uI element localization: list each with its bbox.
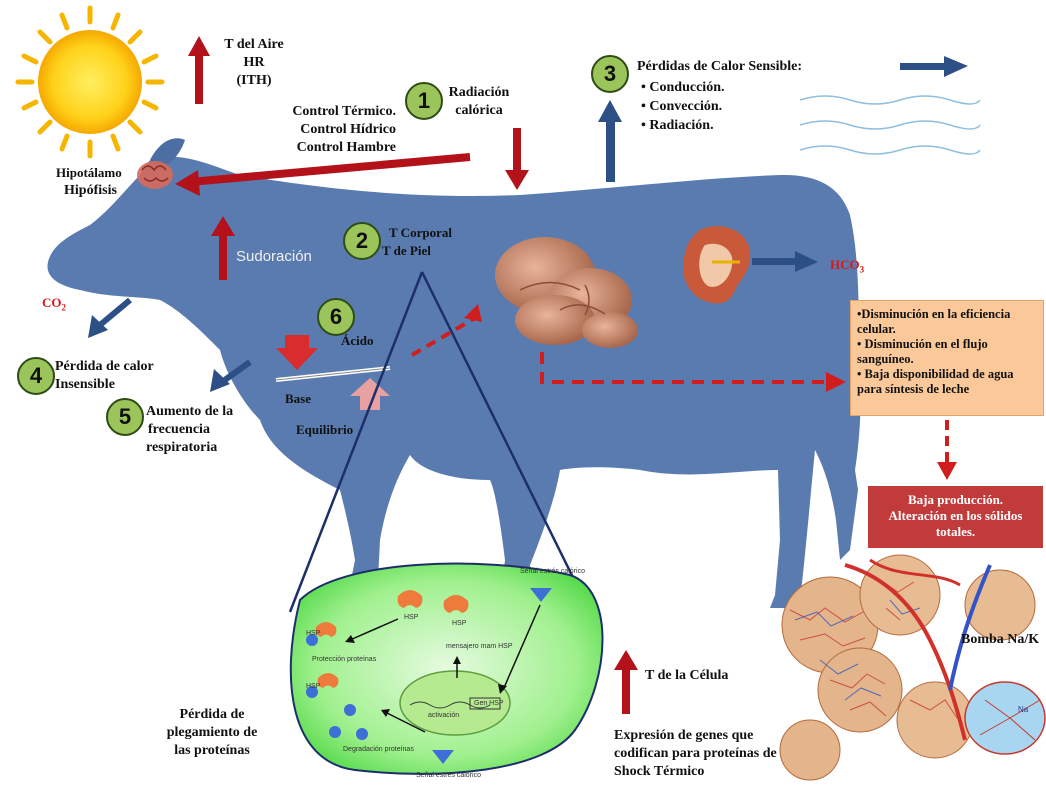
effect-water-availability: • Baja disponibilidad de agua para sínte… bbox=[857, 367, 1037, 397]
control-water: Control Hídrico bbox=[256, 121, 396, 139]
step-1-badge: 1 bbox=[405, 82, 443, 120]
outcome-line-2: Alteración en los sólidos bbox=[872, 508, 1039, 524]
pump-na-label: Na bbox=[1018, 706, 1028, 714]
protein-loss-line-1: Pérdida de bbox=[153, 706, 271, 724]
mammary-alveoli-icon bbox=[780, 555, 1045, 780]
gene-expression-label: Expresión de genes que codifican para pr… bbox=[614, 727, 777, 781]
hypothalamus-text: Hipotálamo bbox=[56, 164, 122, 182]
gene-expression-line-2: codifican para proteínas de bbox=[614, 745, 777, 763]
step-4-line-2: Insensible bbox=[55, 376, 154, 394]
mrna-label: mensajero mam HSP bbox=[446, 643, 513, 651]
cow-silhouette bbox=[47, 157, 860, 612]
arrow-up-cell-temp bbox=[614, 650, 638, 714]
brain-icon bbox=[137, 161, 173, 189]
protein-loss-line-3: las proteínas bbox=[153, 742, 271, 760]
effects-box: •Disminución en la eficiencia celular. •… bbox=[850, 300, 1044, 416]
outcome-box: Baja producción. Alteración en los sólid… bbox=[868, 486, 1043, 548]
cell-temp-label: T de la Célula bbox=[645, 667, 728, 685]
hsp-label-2: HSP bbox=[452, 620, 466, 628]
control-thermal: Control Térmico. bbox=[256, 103, 396, 121]
base-label: Base bbox=[285, 390, 311, 408]
outcome-line-3: totales. bbox=[872, 524, 1039, 540]
step-2-badge: 2 bbox=[343, 222, 381, 260]
gene-label: Gen HSP bbox=[474, 700, 504, 708]
balance-label: Equilibrio bbox=[296, 421, 353, 439]
env-air-temp: T del Aire bbox=[210, 36, 298, 54]
step-6-badge: 6 bbox=[317, 298, 355, 336]
arrow-up-heat-loss bbox=[598, 100, 622, 182]
co2-subscript: 2 bbox=[62, 303, 67, 313]
hco3-text: HCO bbox=[830, 257, 860, 272]
dashed-arrow-outcome-head bbox=[937, 462, 957, 480]
activation-label: activación bbox=[428, 712, 459, 720]
protection-label: Protección proteínas bbox=[312, 656, 376, 664]
arrow-up-air bbox=[188, 36, 210, 104]
step-3-item-convection: • Convección. bbox=[641, 97, 724, 116]
signal-top-label: Señal estrés calórico bbox=[520, 568, 585, 576]
hypothalamus-label: Hipotálamo Hipófisis bbox=[56, 164, 122, 200]
sun-icon bbox=[18, 8, 162, 156]
step-3-item-radiation: • Radiación. bbox=[641, 116, 724, 135]
air-waves-icon bbox=[790, 82, 980, 172]
step-1-line-1: Radiación bbox=[440, 84, 518, 102]
gene-expression-line-1: Expresión de genes que bbox=[614, 727, 777, 745]
effect-blood-flow: • Disminución en el flujo sanguíneo. bbox=[857, 337, 1037, 367]
step-5-line-2: frecuencia bbox=[148, 421, 233, 439]
step-1-label: Radiación calórica bbox=[440, 84, 518, 120]
protein-loss-label: Pérdida de plegamiento de las proteínas bbox=[153, 706, 271, 760]
step-3-badge: 3 bbox=[591, 55, 629, 93]
env-ith: (ITH) bbox=[210, 72, 298, 90]
step-2-line-2: T de Piel bbox=[382, 242, 452, 260]
environment-text: T del Aire HR (ITH) bbox=[210, 36, 298, 90]
step-5-line-3: respiratoria bbox=[146, 439, 233, 457]
step-2-label: T Corporal T de Piel bbox=[382, 224, 452, 260]
effect-cell-efficiency: •Disminución en la eficiencia celular. bbox=[857, 307, 1037, 337]
pituitary-text: Hipófisis bbox=[64, 182, 122, 200]
controls-text: Control Térmico. Control Hídrico Control… bbox=[256, 103, 396, 157]
sweating-label: Sudoración bbox=[236, 248, 312, 266]
co2-label: CO2 bbox=[42, 294, 66, 317]
arrow-co2 bbox=[88, 300, 130, 338]
step-3-item-conduction: • Conducción. bbox=[641, 78, 724, 97]
hco3-label: HCO3 bbox=[830, 256, 864, 279]
step-5-line-1: Aumento de la bbox=[146, 403, 233, 421]
step-2-line-1: T Corporal bbox=[389, 224, 452, 242]
step-4-label: Pérdida de calor Insensible bbox=[55, 358, 154, 394]
outcome-line-1: Baja producción. bbox=[872, 492, 1039, 508]
step-3-title: Pérdidas de Calor Sensible: bbox=[637, 58, 802, 76]
arrow-hypothalamus bbox=[190, 157, 470, 182]
protein-loss-line-2: plegamiento de bbox=[153, 724, 271, 742]
step-5-label: Aumento de la frecuencia respiratoria bbox=[146, 403, 233, 457]
acid-label: Ácido bbox=[341, 332, 374, 350]
step-4-line-1: Pérdida de calor bbox=[55, 358, 154, 376]
pump-label: Bomba Na/K bbox=[961, 631, 1046, 649]
gene-expression-line-3: Shock Térmico bbox=[614, 763, 777, 781]
co2-text: CO bbox=[42, 295, 62, 310]
degradation-label: Degradación proteínas bbox=[343, 746, 414, 754]
step-3-list: • Conducción. • Convección. • Radiación. bbox=[641, 78, 724, 135]
hsp-label-left-2: HSP bbox=[306, 683, 320, 691]
hco3-subscript: 3 bbox=[860, 265, 865, 275]
signal-bottom-label: Señal estres calorico bbox=[416, 772, 481, 780]
hsp-label-left-1: HSP bbox=[306, 630, 320, 638]
hsp-label-1: HSP bbox=[404, 614, 418, 622]
arrow-right-air bbox=[900, 56, 968, 77]
cell-diagram bbox=[291, 564, 603, 774]
step-4-badge: 4 bbox=[17, 357, 55, 395]
arrow-down-radiation bbox=[505, 128, 529, 190]
step-1-line-2: calórica bbox=[440, 102, 518, 120]
control-hunger: Control Hambre bbox=[256, 139, 396, 157]
env-humidity: HR bbox=[210, 54, 298, 72]
step-5-badge: 5 bbox=[106, 398, 144, 436]
